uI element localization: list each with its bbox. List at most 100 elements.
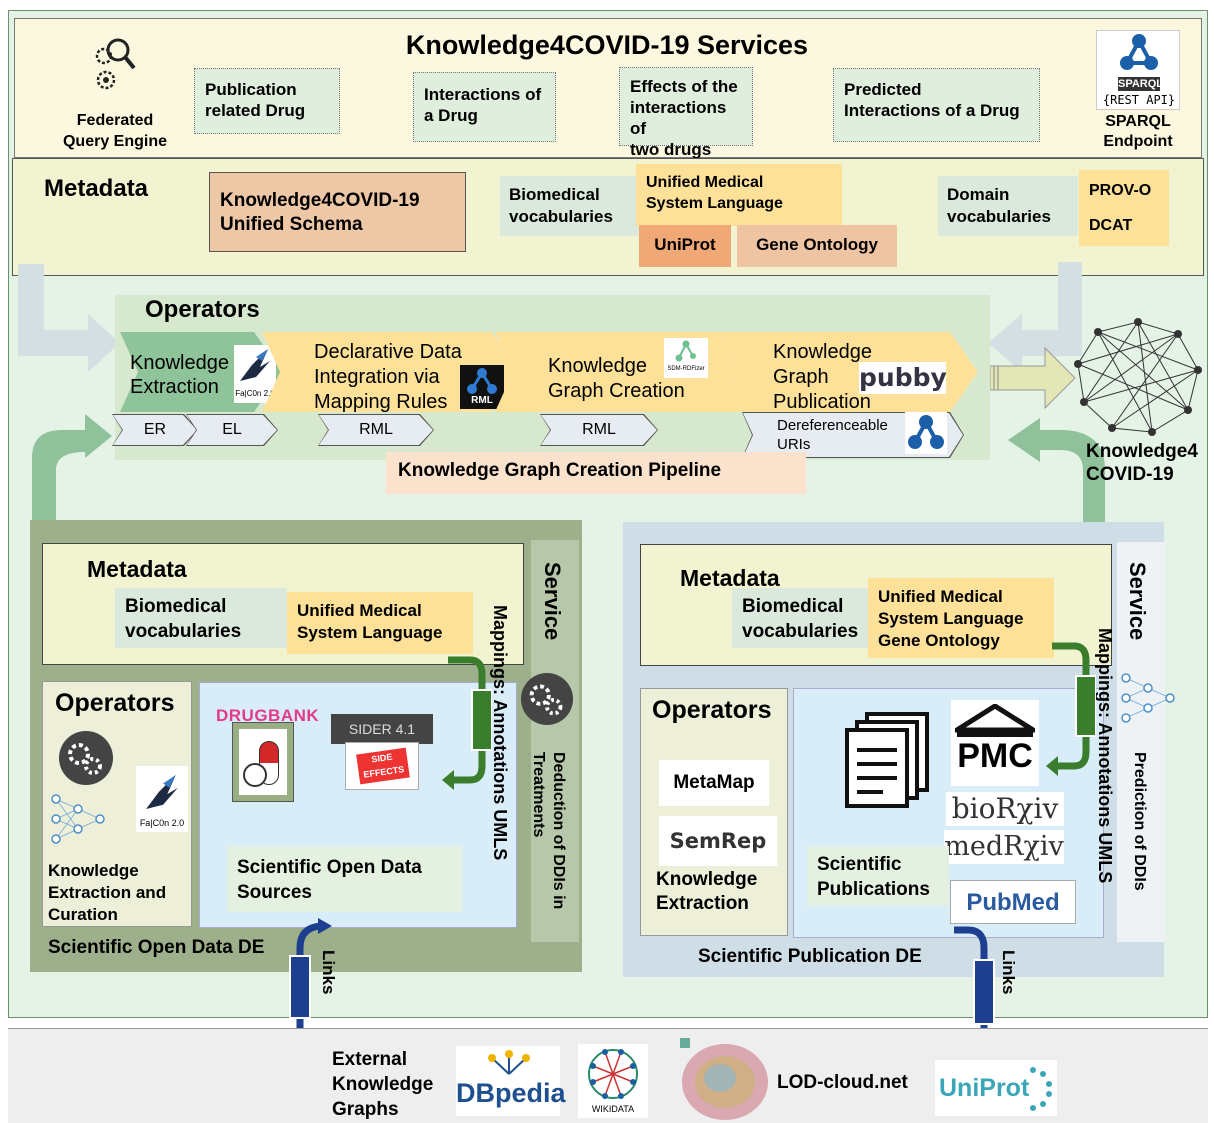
tag-rml-2[interactable]: RML <box>540 414 658 446</box>
left-falcon-bird-icon <box>146 775 178 809</box>
tag-rml-1[interactable]: RML <box>318 414 434 446</box>
sparql-logo: SPARQL {REST API} <box>1096 30 1180 110</box>
left-service-gears-icon <box>520 672 574 726</box>
right-pubs-label: Scientific Publications <box>807 846 949 906</box>
medrxiv-logo: medRχiv <box>944 830 1064 864</box>
knowledge-graph-network-icon <box>1074 318 1202 436</box>
left-service-title: Service <box>540 562 565 641</box>
ke-curation-label: Knowledge Extraction and Curation <box>48 861 167 924</box>
right-umls-box[interactable]: Unified Medical System Language Gene Ont… <box>868 578 1054 658</box>
uniprot-box[interactable]: UniProt <box>639 225 731 267</box>
left-mappings-label: Mappings: Annotations UMLS <box>490 605 510 861</box>
sdm-graph-icon <box>675 340 696 362</box>
wikidata-logo: WIKIDATA <box>578 1044 648 1118</box>
pipeline-operators-title: Operators <box>145 296 260 323</box>
umls-box[interactable]: Unified Medical System Language <box>636 164 842 226</box>
semrep-box[interactable]: SemRep <box>659 816 777 866</box>
service-interactions-of-drug[interactable]: Interactions of a Drug <box>413 72 556 142</box>
sdm-rdfizer-label: SDM-RDFizer <box>667 366 705 372</box>
external-kg-label: External Knowledge Graphs <box>332 1049 434 1120</box>
kg-output-label: Knowledge4 COVID-19 <box>1086 441 1198 485</box>
right-service-title: Service <box>1125 562 1150 641</box>
falcon-label: Fa|C0n 2.0 <box>235 389 275 398</box>
prov-dcat-box[interactable]: PROV-O DCAT <box>1079 170 1169 246</box>
tag-el[interactable]: EL <box>186 414 278 446</box>
sdm-rdfizer-logo: SDM-RDFizer <box>664 338 708 378</box>
left-service-panel <box>531 540 579 942</box>
left-links-label: Links <box>319 950 338 995</box>
federated-query-engine-label: Federated Query Engine <box>62 112 168 150</box>
uniprot-label: UniProt <box>939 1074 1030 1102</box>
pipeline-label: Knowledge Graph Creation Pipeline <box>386 452 806 494</box>
documents-icon <box>845 712 929 808</box>
domain-vocabularies-box[interactable]: Domain vocabularies <box>938 176 1078 236</box>
pubby-logo: pubby <box>859 362 947 394</box>
step-kg-creation[interactable] <box>495 332 751 412</box>
pmc-logo: PMC <box>951 700 1039 786</box>
uniprot-dots-icon <box>1030 1067 1052 1111</box>
side-effects-label: SIDE EFFECTS <box>356 747 410 785</box>
gear-search-icon <box>95 38 136 90</box>
left-biomedical-box[interactable]: Biomedical vocabularies <box>115 588 287 648</box>
right-biomedical-box[interactable]: Biomedical vocabularies <box>732 588 868 648</box>
drug-pill-icon <box>232 722 294 802</box>
service-publication-related-drug[interactable]: Publication related Drug <box>194 68 340 134</box>
side-effects-icon: SIDE EFFECTS <box>345 742 419 790</box>
rml-graph-icon <box>467 368 497 394</box>
right-operators-title: Operators <box>652 696 772 724</box>
left-mappings-arrow <box>442 656 492 790</box>
left-operators-title: Operators <box>55 689 175 717</box>
gears-icon <box>59 731 113 785</box>
step-knowledge-extraction-label: Knowledge Extraction <box>130 352 229 398</box>
sparql-badge: SPARQL <box>1118 77 1164 91</box>
dbpedia-logo: DBpedia <box>456 1046 566 1116</box>
rdf-graph-icon <box>1120 34 1158 70</box>
left-falcon-label: Fa|C0n 2.0 <box>139 818 185 828</box>
wikidata-label: WIKIDATA <box>591 1104 635 1114</box>
pubmed-logo: PubMed <box>950 880 1076 924</box>
right-ke-label: Knowledge Extraction <box>656 869 758 914</box>
left-de-label: Scientific Open Data DE <box>48 937 265 958</box>
sider-logo: SIDER 4.1 <box>331 714 433 744</box>
falcon-bird-icon <box>240 349 270 381</box>
right-service-panel <box>1117 542 1165 942</box>
uniprot-logo: UniProt <box>935 1060 1057 1116</box>
step-kg-publication-label: Knowledge Graph Publication <box>773 341 872 413</box>
rml-logo-label: RML <box>471 395 493 406</box>
dcat-label: DCAT <box>1089 217 1133 234</box>
deduction-ddis-label: Deduction of DDIs in Treatments <box>530 752 567 910</box>
right-mappings-arrow <box>1046 642 1096 776</box>
dbpedia-tree-icon <box>488 1050 530 1075</box>
metamap-box[interactable]: MetaMap <box>659 760 769 806</box>
biorxiv-logo: bioRχiv <box>946 792 1064 826</box>
rest-api-label: {REST API} <box>1102 93 1176 107</box>
right-neural-network-icon <box>1121 673 1175 723</box>
drugbank-logo: DRUGBANK <box>216 706 320 725</box>
tag-er-label: ER <box>113 415 197 445</box>
rml-logo: RML <box>460 365 504 409</box>
tag-el-label: EL <box>187 415 277 445</box>
tag-rml-2-label: RML <box>541 415 657 445</box>
metadata-title: Metadata <box>44 175 149 202</box>
left-umls-box[interactable]: Unified Medical System Language <box>287 592 473 654</box>
gene-ontology-box[interactable]: Gene Ontology <box>737 225 897 267</box>
pmc-building-icon <box>955 704 1035 737</box>
tag-rml-1-label: RML <box>319 415 433 445</box>
biomedical-vocabularies-box[interactable]: Biomedical vocabularies <box>500 176 640 236</box>
sparql-endpoint-label: SPARQL Endpoint <box>1103 113 1173 150</box>
wikidata-network-icon <box>588 1049 638 1099</box>
prediction-ddis-label: Prediction of DDIs <box>1131 752 1148 891</box>
linked-data-icon <box>905 412 947 454</box>
right-metadata-title: Metadata <box>680 565 780 591</box>
lod-cloud-icon <box>680 1038 768 1120</box>
service-effects-of-interactions[interactable]: Effects of the interactions of two drugs <box>619 67 753 159</box>
step-declarative-integration-label: Declarative Data Integration via Mapping… <box>314 341 462 413</box>
left-falcon-logo: Fa|C0n 2.0 <box>136 766 188 832</box>
dbpedia-label: DBpedia <box>456 1078 566 1108</box>
service-predicted-interactions[interactable]: Predicted Interactions of a Drug <box>833 68 1040 142</box>
neural-network-icon <box>51 794 105 844</box>
falcon-logo: Fa|C0n 2.0 <box>234 345 276 403</box>
unified-schema-box[interactable]: Knowledge4COVID-19 Unified Schema <box>209 172 466 252</box>
right-mappings-label: Mappings: Annotations UMLS <box>1095 628 1115 884</box>
tag-er[interactable]: ER <box>112 414 198 446</box>
